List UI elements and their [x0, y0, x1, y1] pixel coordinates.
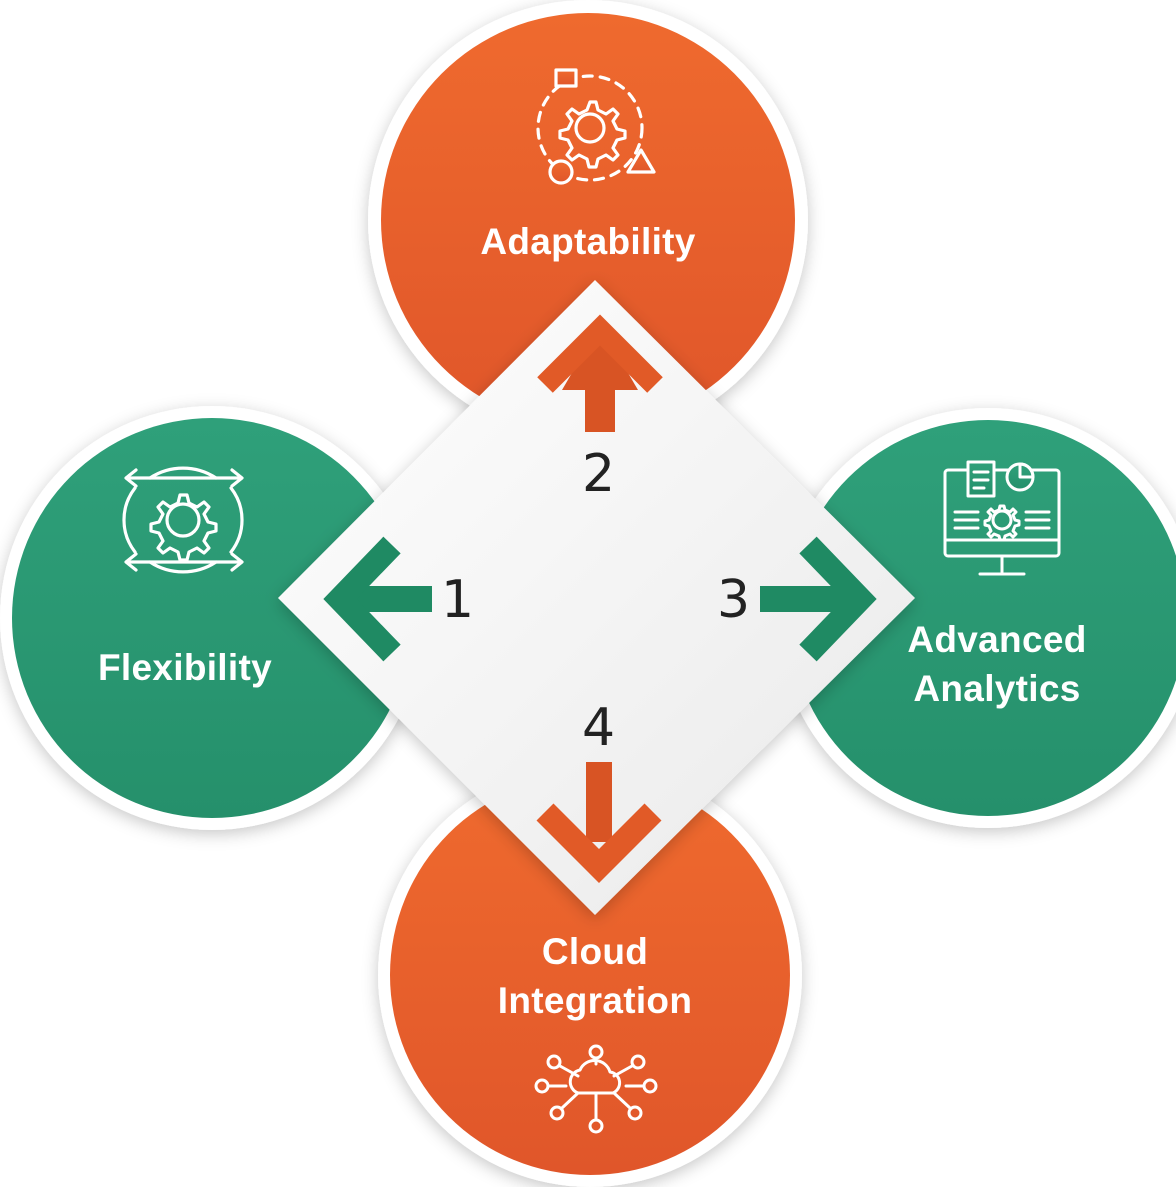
step-number-3: 3	[717, 570, 751, 630]
analytics-monitor-icon	[943, 460, 1061, 576]
flexibility-node	[0, 406, 424, 830]
advanced-analytics-line2: Analytics	[913, 667, 1081, 709]
step-number-2: 2	[582, 444, 616, 504]
advanced-analytics-node	[778, 408, 1176, 828]
arrow-up-icon	[537, 314, 663, 432]
cloud-integration-label: Cloud Integration	[440, 928, 750, 1026]
flexibility-label: Flexibility	[98, 647, 272, 688]
adaptability-node	[368, 0, 808, 440]
cloud-integration-node	[378, 763, 802, 1187]
cloud-integration-line1: Cloud	[541, 931, 649, 972]
center-diamond	[278, 280, 915, 915]
flexibility-gear-arrows-icon	[122, 466, 244, 574]
step-number-1: 1	[441, 570, 475, 630]
step-number-4: 4	[582, 698, 616, 758]
advanced-analytics-label: Advanced Analytics	[852, 616, 1142, 714]
adaptability-cycle-icon	[536, 68, 656, 185]
advanced-analytics-line1: Advanced	[907, 619, 1087, 660]
cloud-network-icon	[534, 1044, 658, 1134]
arrow-right-icon	[760, 536, 877, 662]
arrow-left-icon	[323, 536, 432, 662]
adaptability-label: Adaptability	[480, 221, 696, 262]
cloud-integration-line2: Integration	[497, 979, 693, 1021]
arrow-down-icon	[536, 762, 662, 883]
